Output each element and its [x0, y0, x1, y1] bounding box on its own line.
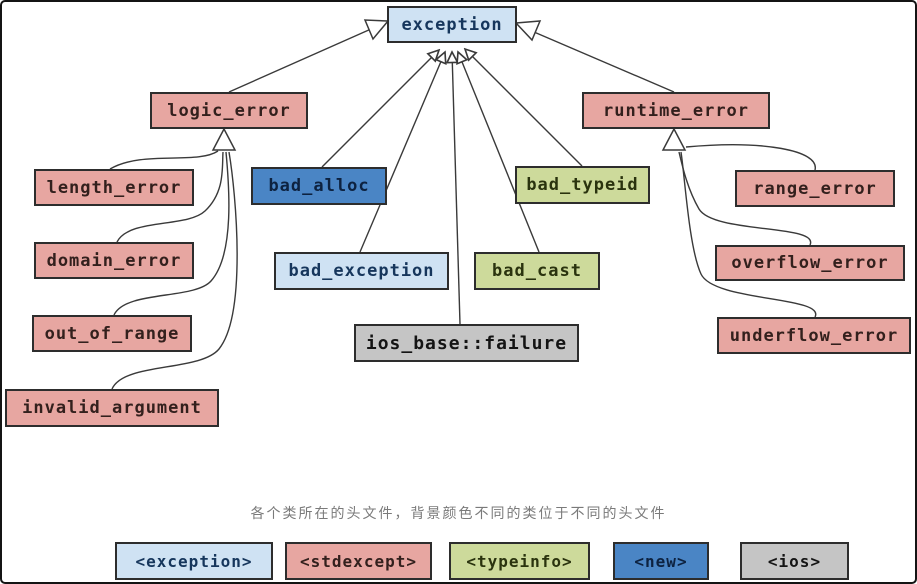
legend-item-new-header: <new>: [613, 542, 709, 580]
node-bad-exception: bad_exception: [274, 252, 449, 290]
node-length-error: length_error: [34, 169, 194, 206]
legend-item-typeinfo-header: <typeinfo>: [449, 542, 590, 580]
node-underflow-error: underflow_error: [717, 317, 911, 354]
legend-item-ios-header: <ios>: [740, 542, 849, 580]
node-ios-base-failure: ios_base::failure: [354, 324, 579, 362]
legend-item-exception-header: <exception>: [115, 542, 273, 580]
arrowhead-runtime-error: [661, 127, 687, 151]
arrowhead-exception-right: [514, 20, 542, 42]
node-runtime-error: runtime_error: [582, 92, 770, 129]
node-bad-cast: bad_cast: [474, 252, 600, 290]
node-overflow-error: overflow_error: [715, 245, 905, 281]
node-bad-typeid: bad_typeid: [515, 166, 650, 204]
node-logic-error: logic_error: [150, 92, 308, 129]
node-domain-error: domain_error: [34, 242, 194, 279]
legend-caption: 各个类所在的头文件，背景颜色不同的类位于不同的头文件: [250, 506, 667, 522]
node-bad-alloc: bad_alloc: [251, 167, 387, 205]
arrowhead-logic-error: [211, 127, 237, 151]
node-range-error: range_error: [735, 170, 895, 207]
node-exception: exception: [387, 6, 517, 43]
node-invalid-argument: invalid_argument: [5, 389, 219, 427]
legend-item-stdexcept-header: <stdexcept>: [285, 542, 432, 580]
node-out-of-range: out_of_range: [32, 315, 192, 352]
arrowhead-exception-left: [363, 19, 390, 41]
